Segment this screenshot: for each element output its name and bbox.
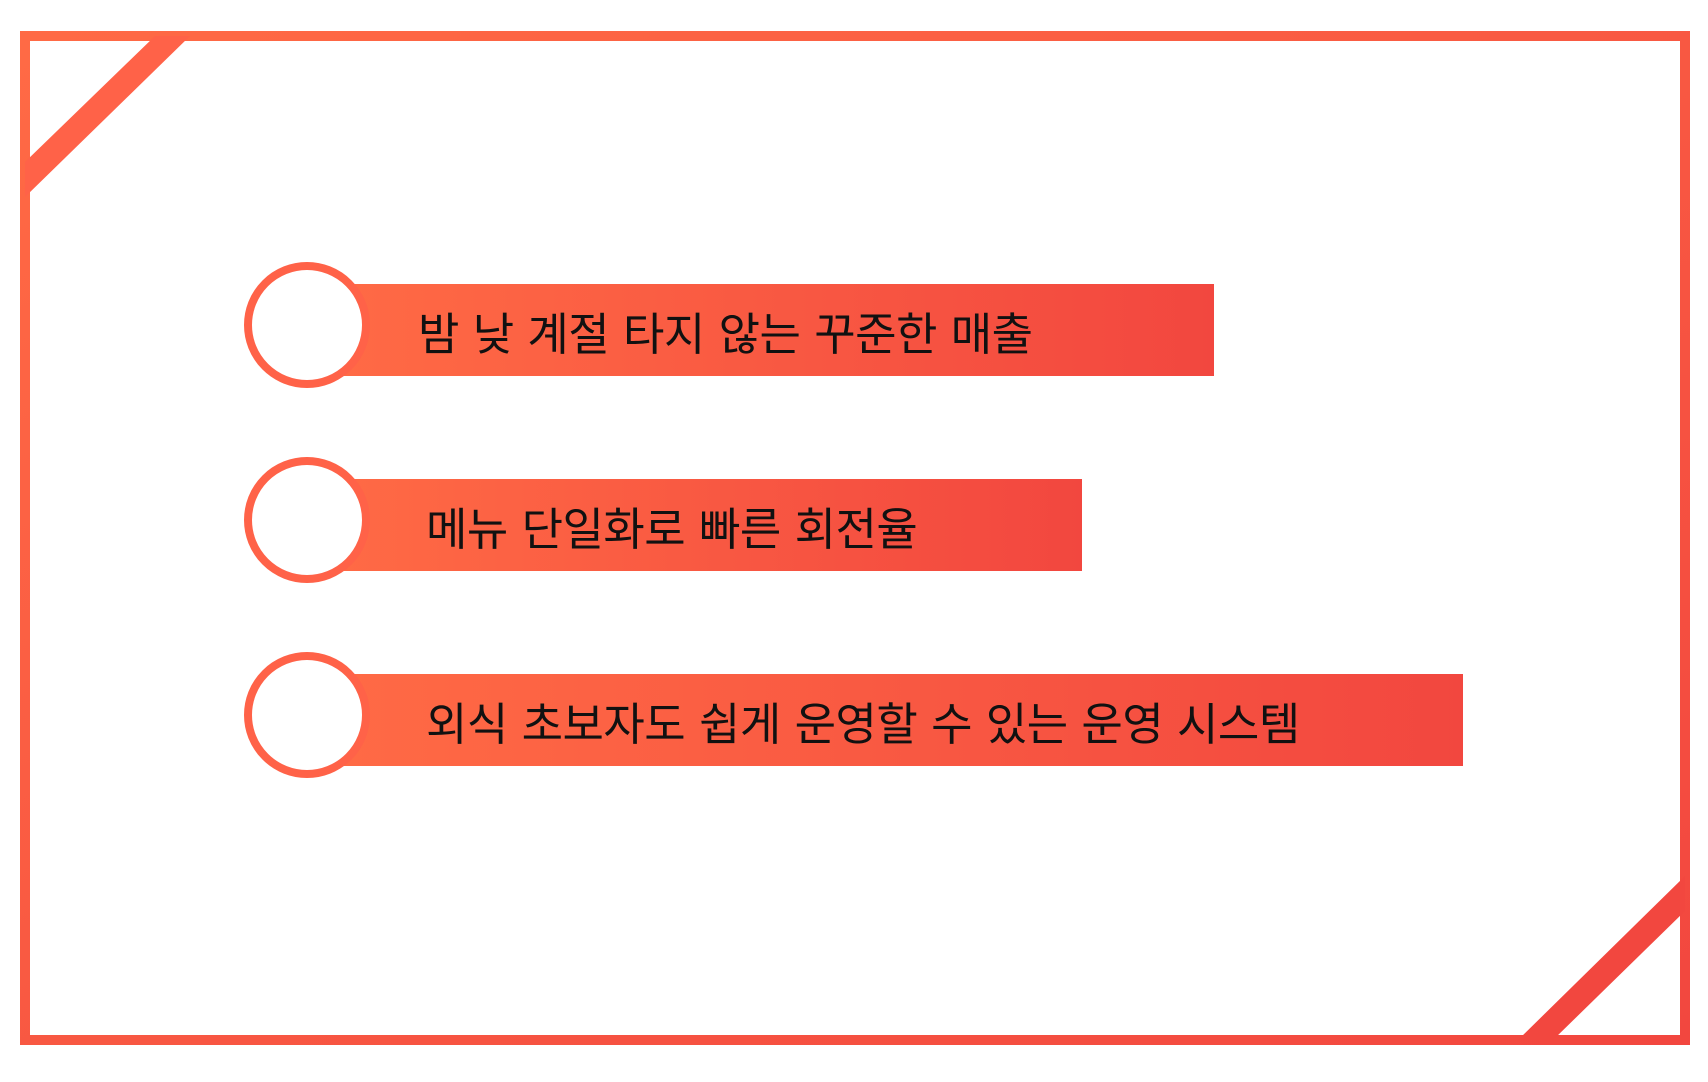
frame-border bbox=[20, 31, 1690, 1045]
corner-ribbon-top-left bbox=[25, 36, 190, 197]
feature-item-3: 외식 초보자도 쉽게 운영할 수 있는 운영 시스템 bbox=[0, 652, 1708, 792]
feature-label: 메뉴 단일화로 빠른 회전율 bbox=[426, 502, 918, 556]
feature-item-1: 밤 낮 계절 타지 않는 꾸준한 매출 bbox=[0, 262, 1708, 402]
feature-banner: 메뉴 단일화로 빠른 회전율 bbox=[340, 479, 1082, 571]
circle-bullet-icon bbox=[244, 457, 370, 583]
circle-bullet-icon bbox=[244, 262, 370, 388]
feature-item-2: 메뉴 단일화로 빠른 회전율 bbox=[0, 457, 1708, 597]
feature-label: 밤 낮 계절 타지 않는 꾸준한 매출 bbox=[418, 307, 1033, 361]
circle-bullet-icon bbox=[244, 652, 370, 778]
corner-ribbon-bottom-right bbox=[1518, 876, 1685, 1040]
feature-banner: 밤 낮 계절 타지 않는 꾸준한 매출 bbox=[340, 284, 1214, 376]
feature-banner: 외식 초보자도 쉽게 운영할 수 있는 운영 시스템 bbox=[340, 674, 1463, 766]
feature-label: 외식 초보자도 쉽게 운영할 수 있는 운영 시스템 bbox=[426, 697, 1300, 751]
